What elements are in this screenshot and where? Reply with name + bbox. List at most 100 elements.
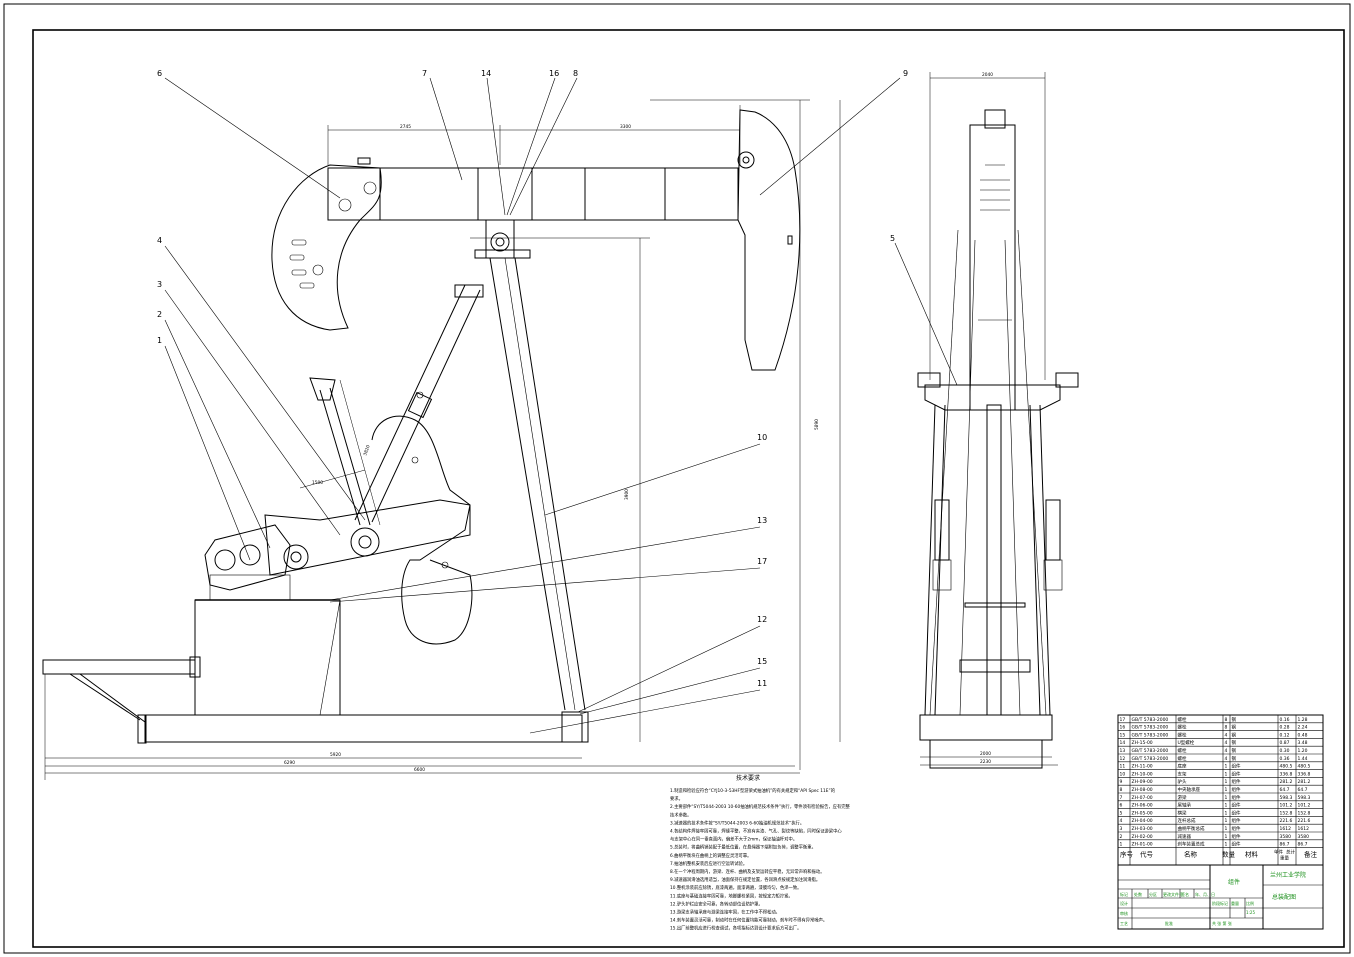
dim-text: 2745 bbox=[400, 124, 411, 130]
bom-cell: 组件 bbox=[1232, 763, 1241, 770]
bom-cell: ZH-08-00 bbox=[1132, 787, 1153, 793]
bom-cell: 1 bbox=[1225, 826, 1228, 832]
note-line: 15.出厂前整机应进行检查调试，各项指标达到设计要求后方可出厂。 bbox=[670, 925, 801, 932]
bom-cell: 1 bbox=[1225, 787, 1228, 793]
bom-cell: 驴头 bbox=[1178, 778, 1187, 785]
bom-cell: 4 bbox=[1225, 740, 1228, 746]
bom-cell: ZH-05-00 bbox=[1132, 810, 1153, 816]
bom-cell: 1 bbox=[1225, 842, 1228, 848]
bom-cell: 13 bbox=[1120, 748, 1126, 754]
bom-cell: 2 bbox=[1120, 834, 1123, 840]
bom-cell: 17 bbox=[1120, 717, 1126, 723]
note-line: 4.各结构件焊接牢固可靠，焊缝平整，不准有夹渣、气孔、裂纹等缺陷，同时保证游梁中… bbox=[670, 828, 842, 835]
dimension-text: 2745 3300 2040 3900 5890 1500 3820 5920 … bbox=[284, 72, 993, 773]
bom-cell: ZH-06-00 bbox=[1132, 803, 1153, 809]
bom-cell: 组件 bbox=[1232, 794, 1241, 801]
horse-head bbox=[737, 109, 801, 371]
part-label: 15 bbox=[757, 657, 767, 666]
bom-cell: 螺栓 bbox=[1178, 755, 1187, 762]
bom-cell: 3.48 bbox=[1298, 740, 1308, 746]
bom-cell: 1.20 bbox=[1298, 748, 1308, 754]
bom-cell: 6 bbox=[1120, 803, 1123, 809]
bom-cell: 1.28 bbox=[1298, 717, 1308, 723]
tb-cell: 处数 bbox=[1134, 891, 1142, 897]
bom-cell: 组件 bbox=[1232, 770, 1241, 777]
bom-cell: 1 bbox=[1225, 810, 1228, 816]
bom-cell: GB/T 5783-2000 bbox=[1132, 732, 1169, 738]
bom-cell: 螺栓 bbox=[1178, 724, 1187, 731]
bom-cell: ZH-03-00 bbox=[1132, 826, 1153, 832]
tb-sheet: 共 张 第 张 bbox=[1212, 920, 1232, 926]
part-label: 7 bbox=[422, 69, 427, 78]
bom-cell: 底座 bbox=[1178, 763, 1187, 770]
dim-text: 6290 bbox=[284, 760, 295, 766]
bom-cell: 螺栓 bbox=[1178, 716, 1187, 723]
dim-text: 3900 bbox=[624, 489, 630, 500]
tb-role: 批准 bbox=[1165, 920, 1173, 926]
bom-cell: 64.7 bbox=[1298, 787, 1308, 793]
bom-cell: ZH-11-00 bbox=[1132, 764, 1153, 770]
bom-cell: ZH-10-00 bbox=[1132, 771, 1153, 777]
walking-beam bbox=[327, 167, 739, 221]
bom-cell: GB/T 5783-2000 bbox=[1132, 725, 1169, 731]
dim-text: 3300 bbox=[620, 124, 631, 130]
bom-cell: 组件 bbox=[1232, 786, 1241, 793]
bom-cell: 1 bbox=[1225, 771, 1228, 777]
bom-cell: 1612 bbox=[1280, 826, 1292, 832]
bom-cell: 支架 bbox=[1178, 770, 1187, 777]
bom-cell: 1 bbox=[1225, 803, 1228, 809]
bom-header: 序号 bbox=[1120, 850, 1134, 859]
cross-beam bbox=[924, 384, 1061, 411]
bom-cell: 0.87 bbox=[1280, 740, 1290, 746]
bom-cell: 钢 bbox=[1232, 755, 1237, 762]
tail-weight-arc bbox=[271, 164, 382, 331]
tb-cell: 标记 bbox=[1120, 891, 1128, 897]
part-label: 10 bbox=[757, 433, 767, 442]
bom-cell: 9 bbox=[1120, 779, 1123, 785]
part-label: 4 bbox=[157, 236, 162, 245]
note-line: 1.制造和检验应符合“CYJ10-3-53HF型游梁式抽油机”的有关规定和“AP… bbox=[670, 787, 835, 794]
brake-bar bbox=[42, 659, 196, 675]
front-view bbox=[42, 77, 901, 780]
bom-cell: 480.5 bbox=[1280, 764, 1293, 770]
bom-cell: 16 bbox=[1120, 725, 1126, 731]
bom-cell: 组件 bbox=[1232, 817, 1241, 824]
notes-heading: 技术要求 bbox=[736, 774, 760, 782]
tb-role: 审核 bbox=[1120, 910, 1128, 916]
bom-cell: GB/T 5783-2000 bbox=[1132, 756, 1169, 762]
part-label: 2 bbox=[157, 310, 162, 319]
bom-cell: 4 bbox=[1225, 732, 1228, 738]
bom-cell: 刹车装置总成 bbox=[1178, 841, 1205, 848]
bom-cell: 组件 bbox=[1232, 825, 1241, 832]
part-label: 16 bbox=[549, 69, 559, 78]
dim-text: 2040 bbox=[982, 72, 993, 78]
note-line: 8.在一个冲程周期内，游梁、连杆、曲柄及支架运转应平稳，无异常声响和振动。 bbox=[670, 868, 825, 875]
bom-cell: 钢 bbox=[1232, 739, 1237, 746]
bom-cell: 64.7 bbox=[1280, 787, 1290, 793]
bom-cell: 8 bbox=[1120, 787, 1123, 793]
bom-cell: 1612 bbox=[1298, 826, 1310, 832]
bom-cell: 钢 bbox=[1232, 747, 1237, 754]
part-label: 1 bbox=[157, 336, 162, 345]
bom-cell: 1 bbox=[1225, 764, 1228, 770]
bom-cell: U型螺栓 bbox=[1178, 739, 1195, 746]
bom-cell: 11 bbox=[1120, 764, 1126, 770]
bom-cell: 游梁 bbox=[1178, 794, 1187, 801]
bom-cell: 3580 bbox=[1298, 834, 1310, 840]
bom-cell: 组件 bbox=[1232, 778, 1241, 785]
bom-cell: 8 bbox=[1225, 717, 1228, 723]
part-label: 12 bbox=[757, 615, 767, 624]
dim-text: 3820 bbox=[362, 444, 371, 457]
bom-cell: 横梁 bbox=[1178, 809, 1187, 816]
part-label: 9 bbox=[903, 69, 908, 78]
bom-cell: ZH-02-00 bbox=[1132, 834, 1153, 840]
bom-cell: 101.2 bbox=[1280, 803, 1293, 809]
bom-cell: ZH-04-00 bbox=[1132, 818, 1153, 824]
bom-cell: 8 bbox=[1225, 725, 1228, 731]
bom-header: 数量 bbox=[1222, 850, 1236, 859]
note-line: 技术参数。 bbox=[670, 811, 691, 818]
note-line: 11.底座与基础连接牢固可靠，地脚螺栓紧固，按规定力矩拧紧。 bbox=[670, 892, 793, 899]
part-label: 3 bbox=[157, 280, 162, 289]
note-line: 2.主要部件“SY/T5044-2003 10-60抽油机规范技术条件”执行，零… bbox=[670, 803, 851, 810]
bom-header: 代号 bbox=[1140, 850, 1154, 859]
